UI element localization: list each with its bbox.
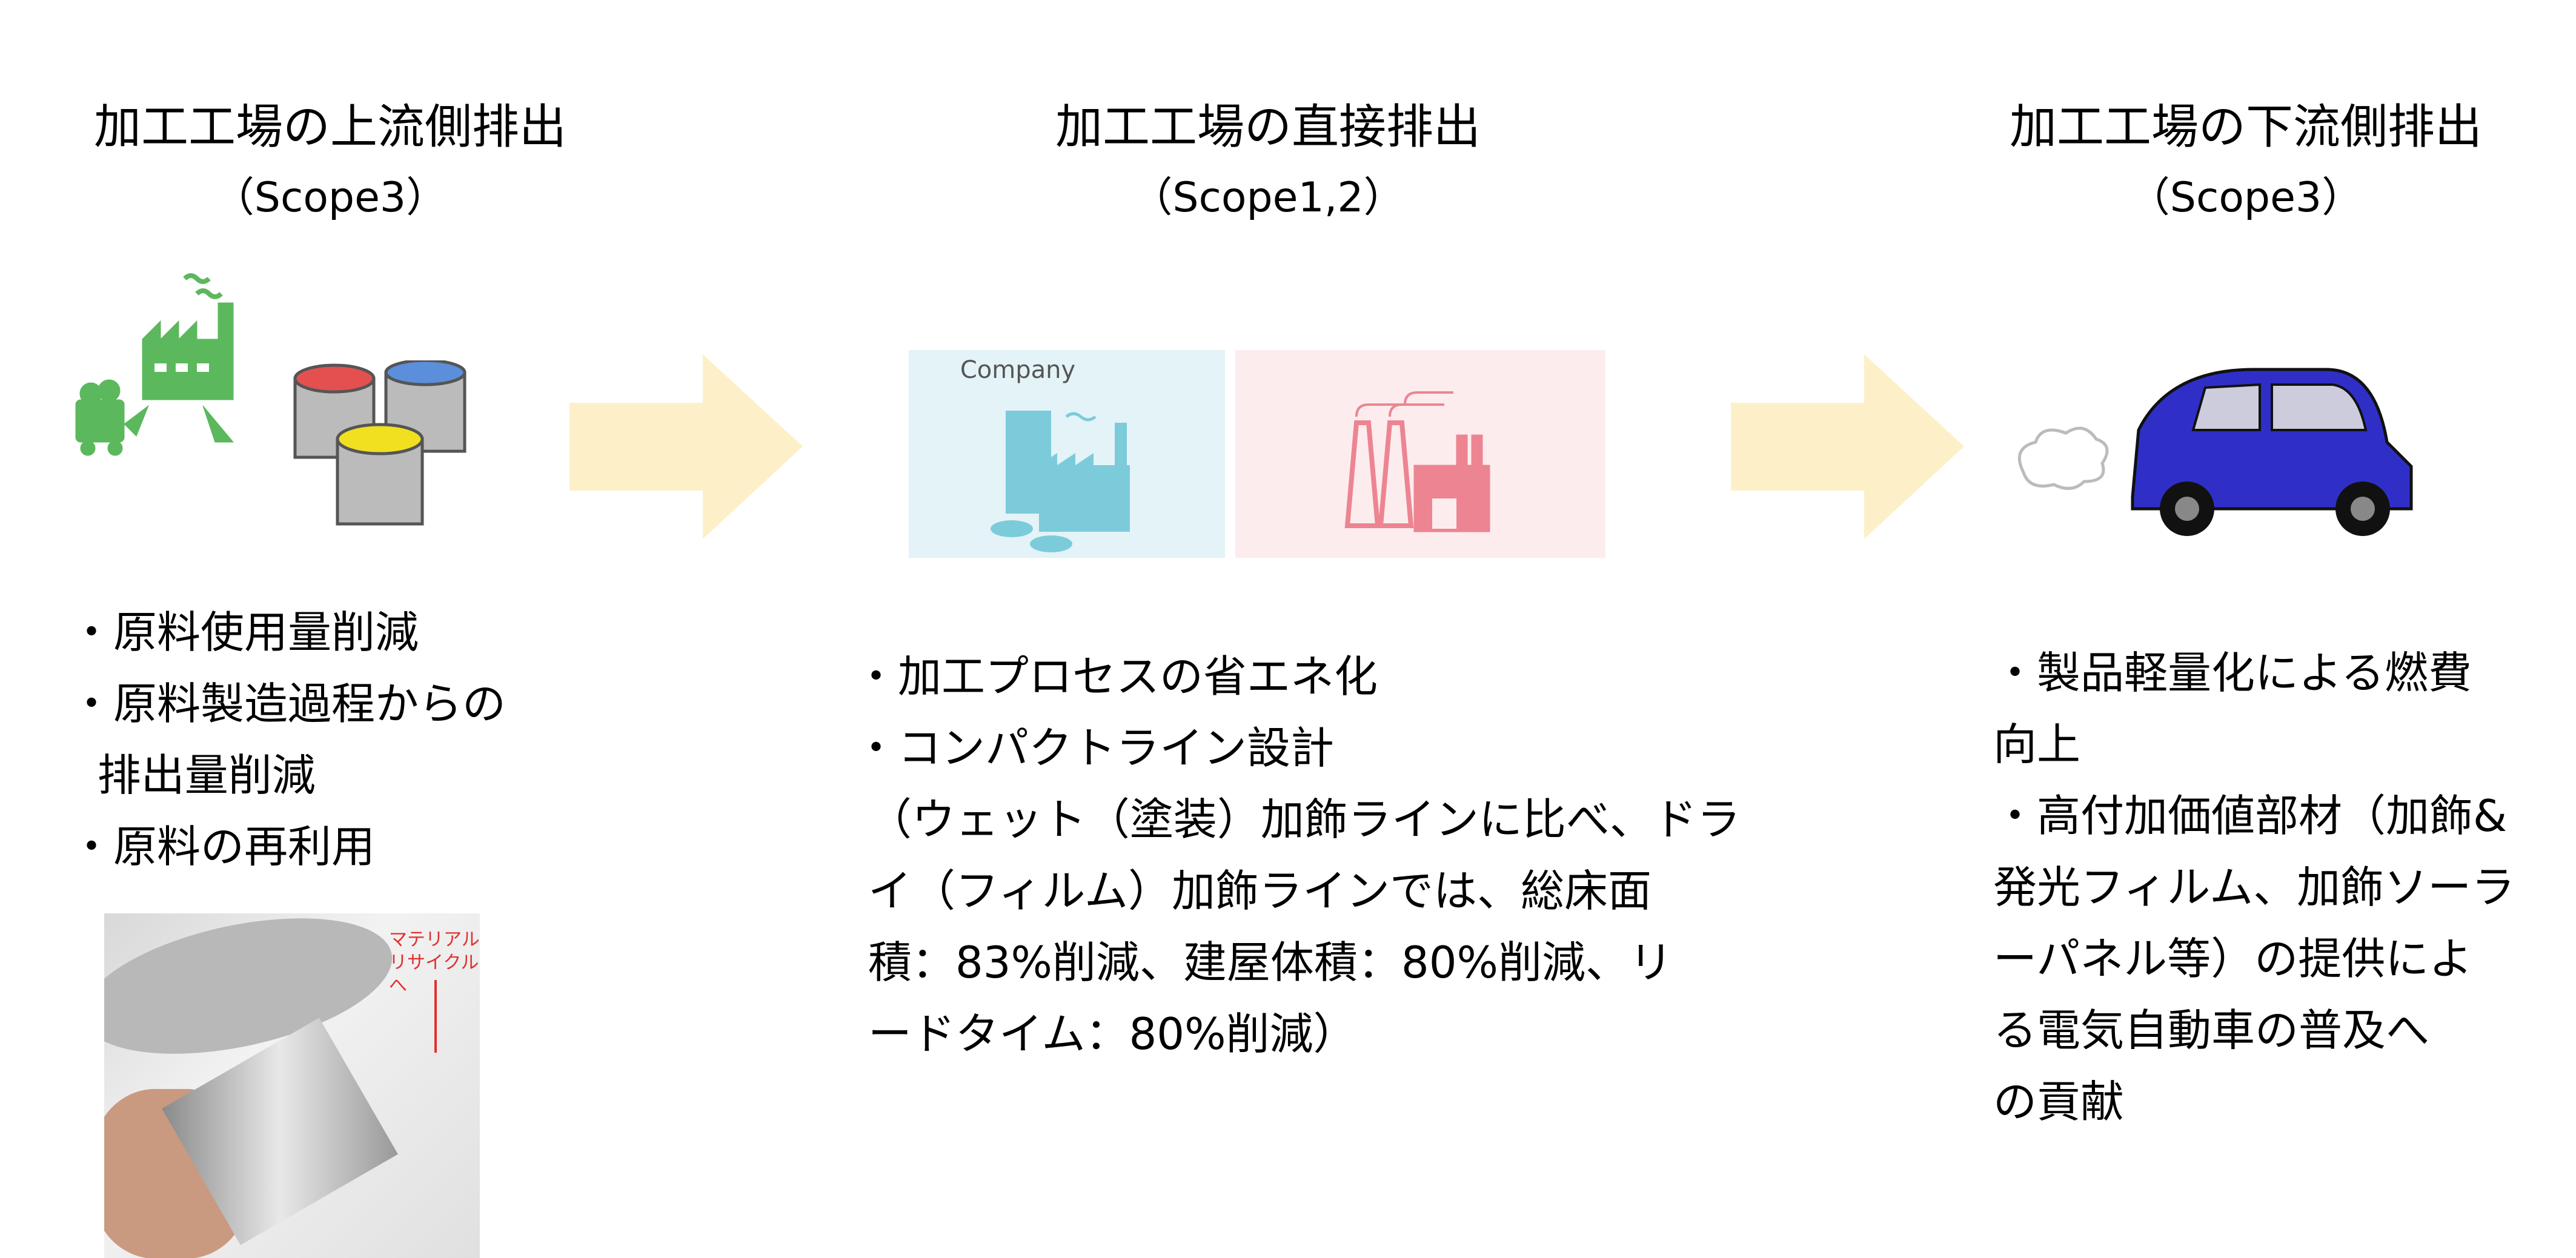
- photo-caption-line: マテリアル: [389, 929, 480, 950]
- power-plant-panel: [1235, 350, 1605, 558]
- upstream-bullet: ・原料の再利用: [70, 821, 376, 872]
- downstream-bullet: る電気自動車の普及へ: [1993, 1005, 2430, 1056]
- recycling-photo: マテリアル リサイクルへ: [104, 913, 480, 1258]
- company-panel: Company: [909, 350, 1225, 558]
- downstream-bullet: ーパネル等）の提供によ: [1993, 933, 2473, 984]
- photo-caption: マテリアル リサイクルへ: [389, 929, 480, 998]
- upstream-bullet: 排出量削減: [70, 750, 316, 801]
- company-label: Company: [960, 356, 1076, 384]
- direct-bullet: ・加工プロセスの省エネ化: [854, 651, 1378, 702]
- car-exhaust-icon: [2017, 368, 2413, 536]
- direct-scope: （Scope1,2）: [1131, 174, 1405, 222]
- upstream-bullet: ・原料使用量削減: [70, 607, 419, 658]
- upstream-title: 加工工場の上流側排出: [93, 100, 566, 154]
- direct-bullet: ードタイム：80%削減）: [854, 1008, 1357, 1059]
- downstream-bullet-list: ・製品軽量化による燃費 向上 ・高付加価値部材（加飾& 発光フィルム、加飾ソーラ…: [1993, 637, 2515, 1137]
- downstream-title: 加工工場の下流側排出: [2009, 100, 2482, 154]
- downstream-bullet: ・製品軽量化による燃費: [1993, 647, 2472, 698]
- company-building-icon: [991, 411, 1130, 552]
- downstream-bullet: 発光フィルム、加飾ソーラ: [1993, 862, 2515, 913]
- direct-bullet: 積：83%削減、建屋体積：80%削減、リ: [854, 937, 1673, 988]
- paint-cans-icon: [293, 360, 466, 526]
- photo-arrow: [434, 980, 437, 1053]
- upstream-bullet: ・原料製造過程からの: [70, 678, 506, 729]
- power-plant-icon: [1344, 391, 1490, 532]
- upstream-bullet-list: ・原料使用量削減 ・原料製造過程からの 排出量削減 ・原料の再利用: [70, 597, 506, 882]
- downstream-bullet: の貢献: [1993, 1076, 2125, 1127]
- direct-bullet: ・コンパクトライン設計: [854, 723, 1335, 773]
- downstream-bullet: ・高付加価値部材（加飾&: [1993, 790, 2508, 841]
- direct-title: 加工工場の直接排出: [1055, 100, 1481, 154]
- upstream-scope: （Scope3）: [213, 174, 448, 222]
- photo-silver-film: [104, 913, 405, 1078]
- downstream-scope: （Scope3）: [2128, 174, 2363, 222]
- direct-bullet: （ウェット（塗装）加飾ラインに比べ、ドラ: [854, 794, 1741, 845]
- raw-material-factory-icon: [75, 273, 234, 456]
- flow-arrow-2: [1731, 354, 1964, 539]
- flow-arrow-1: [569, 354, 803, 539]
- direct-bullet: イ（フィルム）加飾ラインでは、総床面: [854, 866, 1652, 916]
- photo-caption-line: リサイクルへ: [389, 952, 479, 996]
- direct-bullet-list: ・加工プロセスの省エネ化 ・コンパクトライン設計 （ウェット（塗装）加飾ラインに…: [854, 641, 1741, 1070]
- downstream-bullet: 向上: [1993, 719, 2081, 770]
